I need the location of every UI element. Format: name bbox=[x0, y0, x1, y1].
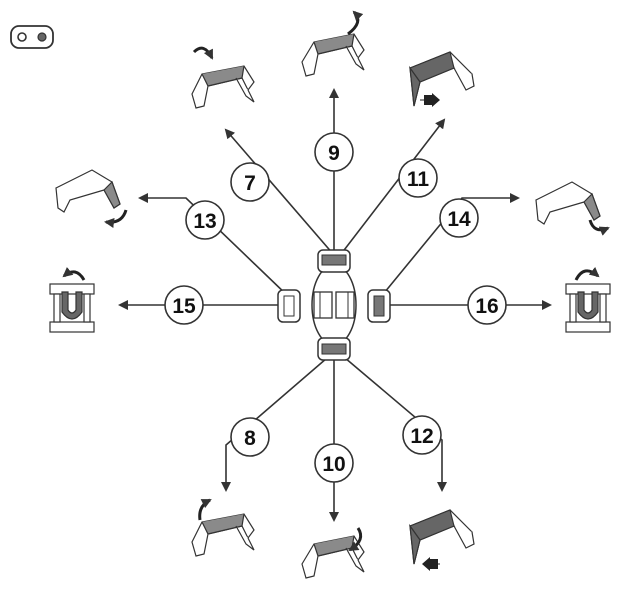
svg-text:16: 16 bbox=[475, 295, 498, 318]
spoke-lines bbox=[118, 88, 552, 522]
spoke-7 bbox=[224, 128, 335, 256]
label-15: 15 bbox=[164, 285, 204, 325]
svg-text:10: 10 bbox=[322, 453, 345, 476]
curved-arrow-icon-15 bbox=[62, 267, 86, 281]
svg-text:12: 12 bbox=[410, 425, 433, 448]
curved-arrow-icon-16 bbox=[574, 266, 600, 281]
label-11: 11 bbox=[398, 158, 438, 198]
spoke-12 bbox=[337, 351, 447, 492]
bucket-tilt-icon-12 bbox=[409, 509, 475, 565]
label-14: 14 bbox=[439, 198, 479, 238]
spoke-8 bbox=[221, 351, 335, 492]
spoke-14 bbox=[379, 193, 520, 299]
label-16: 16 bbox=[467, 285, 507, 325]
joystick-center bbox=[277, 249, 391, 361]
curved-arrow-icon-8 bbox=[198, 498, 212, 521]
svg-text:11: 11 bbox=[407, 168, 430, 191]
bucket-curl-icon-8 bbox=[191, 513, 255, 557]
curved-arrow-icon-10 bbox=[348, 527, 363, 552]
curved-arrow-icon-13 bbox=[104, 209, 128, 228]
bucket-dump-icon-14 bbox=[535, 181, 601, 225]
svg-text:13: 13 bbox=[193, 210, 216, 233]
bucket-curl-icon-9 bbox=[301, 33, 365, 77]
bucket-dump-icon-13 bbox=[55, 169, 121, 213]
bucket-curl-icon-7 bbox=[191, 65, 255, 109]
bucket-tilt-icon-11 bbox=[409, 51, 475, 107]
curved-arrow-icon-9 bbox=[347, 10, 364, 36]
label-9: 9 bbox=[314, 132, 354, 172]
svg-text:7: 7 bbox=[244, 172, 256, 195]
label-13: 13 bbox=[185, 200, 225, 240]
label-8: 8 bbox=[230, 417, 270, 457]
svg-text:8: 8 bbox=[244, 427, 256, 450]
label-7: 7 bbox=[230, 162, 270, 202]
grapple-icon-16 bbox=[565, 283, 611, 333]
svg-text:9: 9 bbox=[328, 142, 340, 165]
spoke-13 bbox=[138, 193, 291, 299]
svg-text:15: 15 bbox=[172, 295, 196, 318]
curved-arrow-icon-7 bbox=[192, 46, 214, 60]
label-10: 10 bbox=[314, 443, 354, 483]
grapple-icon-15 bbox=[49, 283, 95, 333]
bucket-curl-icon-10 bbox=[301, 535, 365, 579]
svg-text:14: 14 bbox=[447, 208, 471, 231]
spoke-11 bbox=[337, 118, 446, 259]
label-12: 12 bbox=[402, 415, 442, 455]
curved-arrow-icon-14 bbox=[588, 219, 610, 236]
two-button-remote-icon bbox=[10, 25, 54, 49]
